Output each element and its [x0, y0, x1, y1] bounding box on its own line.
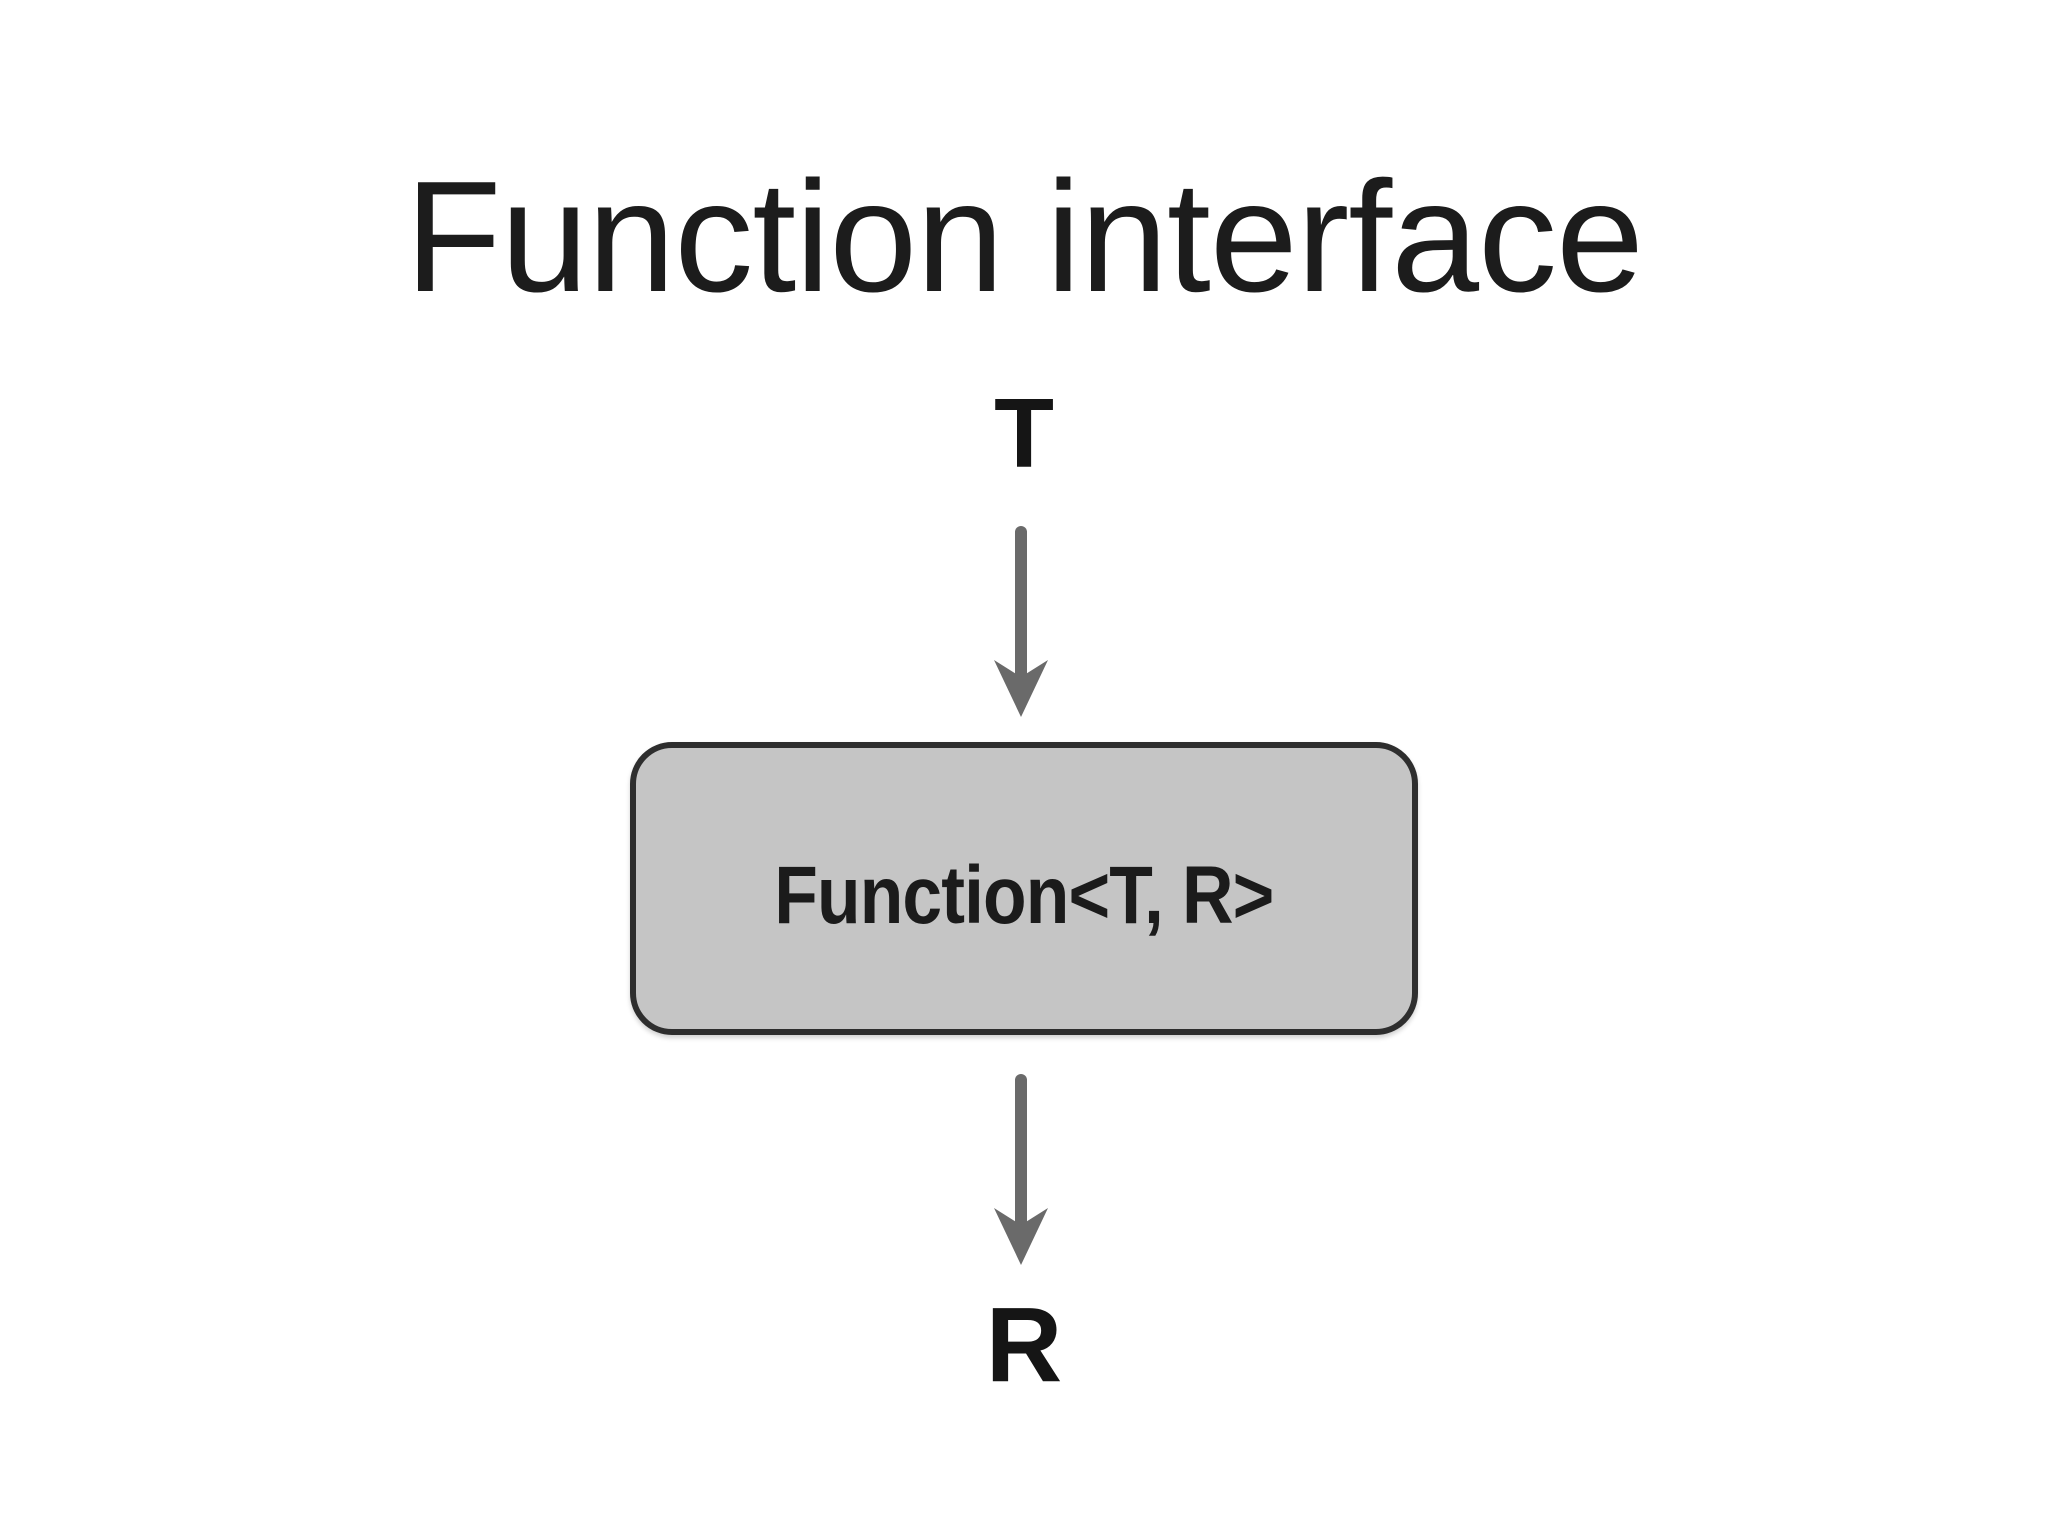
- arrow-down-icon: [994, 526, 1048, 717]
- arrow-down-icon: [994, 1074, 1048, 1265]
- output-type-label: R: [985, 1286, 1063, 1404]
- function-box: Function<T, R>: [630, 742, 1418, 1035]
- function-box-label: Function<T, R>: [774, 849, 1274, 941]
- input-type-label: T: [994, 378, 1054, 488]
- slide-title: Function interface: [405, 149, 1644, 325]
